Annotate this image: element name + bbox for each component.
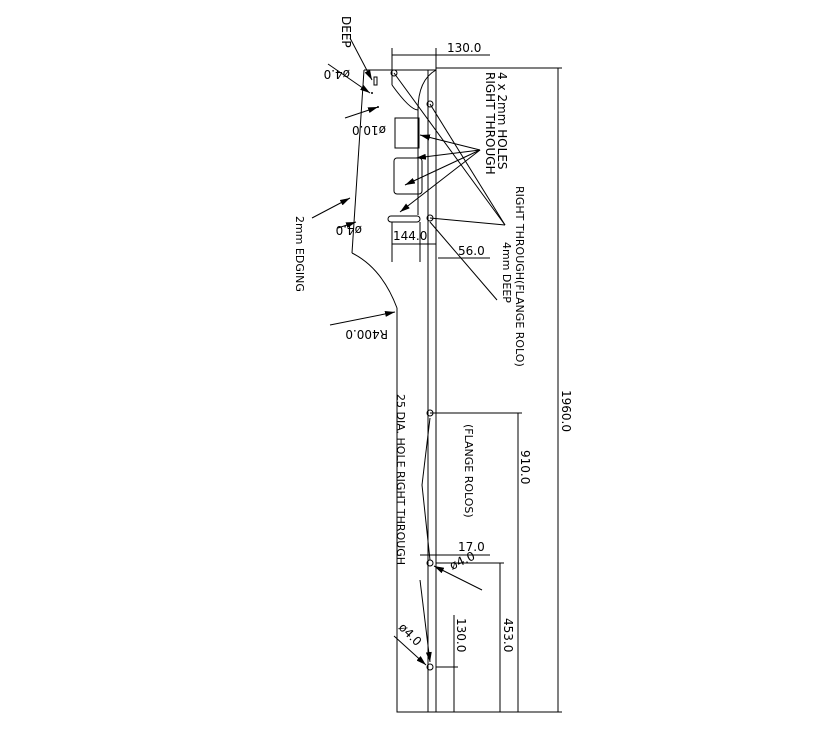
- label-flange-rolos: (FLANGE ROLOS): [462, 424, 475, 518]
- label-dia-4-bottom: ø4.0: [396, 620, 425, 649]
- label-edging: 2mm EDGING: [293, 216, 306, 292]
- label-r400: R400.0: [345, 327, 388, 341]
- label-25-dia-hole: 25 DIA. HOLE RIGHT THROUGH: [394, 394, 407, 565]
- label-dia-4-left: ø4.0: [336, 223, 362, 237]
- dim-offset-17: 17.0: [458, 540, 485, 554]
- dim-total-height: 1960.0: [559, 390, 573, 432]
- small-slot: [373, 76, 378, 86]
- label-deep: DEEP: [339, 16, 353, 48]
- part-outline: [351, 69, 437, 713]
- dim-910: 910.0: [518, 450, 532, 484]
- label-dia-4-top: ø4.0: [324, 67, 350, 81]
- leader-lines: [311, 37, 506, 666]
- dim-slot-width: 144.0: [393, 229, 427, 243]
- r400-arc: [351, 252, 398, 309]
- label-4x2mm-holes: 4 x 2mm HOLES: [495, 72, 509, 170]
- oblong-pocket: [393, 157, 423, 195]
- label-right-through: RIGHT THROUGH: [483, 72, 497, 175]
- dimension-lines: [391, 48, 562, 713]
- hole-bottom: [426, 663, 434, 671]
- dim-top-width: 130.0: [447, 41, 481, 55]
- features: [371, 69, 434, 671]
- hole-top-left: [390, 69, 398, 77]
- dim-453: 453.0: [501, 618, 515, 652]
- label-4mm-deep: 4mm DEEP: [500, 242, 513, 303]
- dim-130-bottom: 130.0: [454, 618, 468, 652]
- label-right-through-flange: RIGHT THROUGH(FLANGE ROLO): [513, 186, 526, 367]
- dim-offset-56: 56.0: [458, 244, 485, 258]
- slot: [387, 215, 421, 223]
- label-dia-4-mid: ø4.0: [447, 549, 477, 573]
- label-dia-10: ø10.0: [352, 123, 386, 137]
- hole-top-right: [426, 100, 434, 108]
- square-pocket: [394, 117, 420, 149]
